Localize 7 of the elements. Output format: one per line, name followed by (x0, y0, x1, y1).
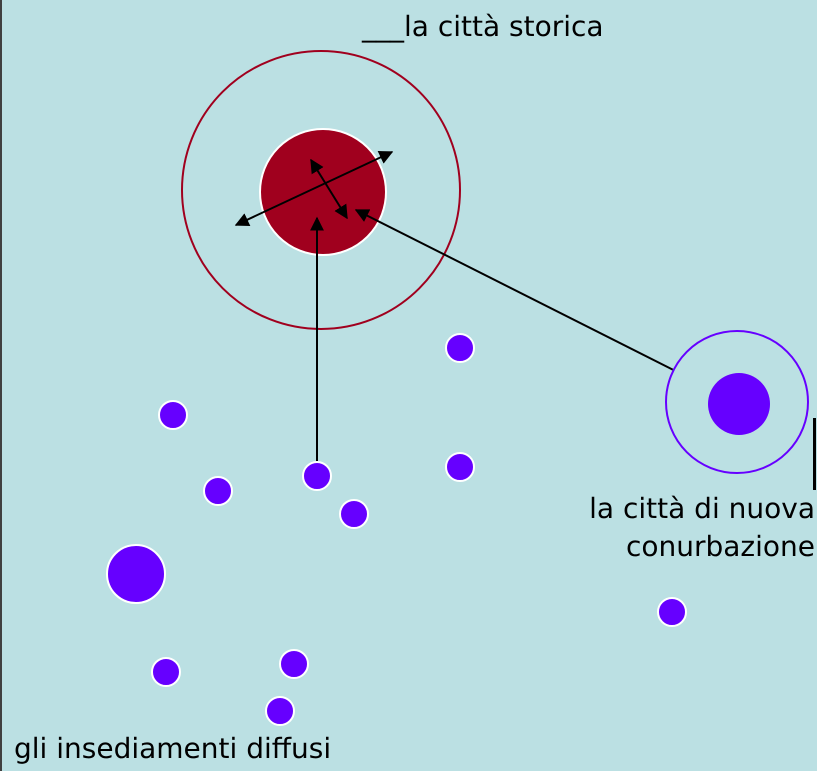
arrow (310, 216, 324, 461)
outer-ring (181, 50, 461, 330)
outer-ring (665, 330, 809, 474)
caption-text: gli insediamenti diffusi (14, 731, 332, 767)
arrow (354, 209, 674, 370)
caption-text: la città di nuova conurbazione (588, 491, 815, 565)
caption-text: ___la città storica (362, 9, 604, 45)
